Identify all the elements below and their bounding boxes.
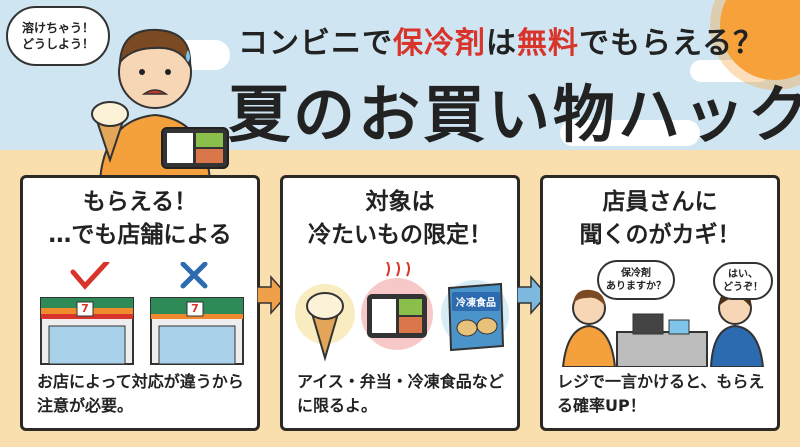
worried-character-illustration [91,28,229,180]
subtitle: コンビニで保冷剤は無料でもらえる？ [238,18,778,62]
panel-footer: お店によって対応が違うから注意が必要。 [37,372,244,415]
panel-heading-line: 対象は [365,189,435,215]
customer-speech-bubble: 保冷剤 ありますか？ [597,260,675,300]
panel-heading: 店員さんに 聞くのがカギ！ [543,186,777,253]
cloud [560,120,700,146]
customer-speech-text: 保冷剤 ありますか？ [606,268,666,292]
panel-heading-line: 冷たいもの限定！ [308,222,492,249]
speech-bubble-text: 溶けちゃう！ どうしよう！ [21,20,94,51]
panel-cold-items-only: 対象は 冷たいもの限定！ 冷凍食品 アイス・弁当・冷凍食品などに限るよ。 [280,175,520,431]
panel-heading-line: もらえる！ [82,189,198,215]
subtitle-part: は [486,26,517,61]
panel-heading: もらえる！ …でも店舗による [23,186,257,253]
register-scene-illustration [561,289,765,367]
panel-footer: レジで一言かけると、もらえる確率UP！ [557,372,765,415]
cross-mark-icon [180,262,208,289]
subtitle-highlight: 無料 [517,26,579,61]
clerk-speech-bubble: はい、 どうぞ！ [713,262,773,300]
panel-heading-line: 聞くのがカギ！ [579,222,741,249]
panel-heading-line: …でも店舗による [48,222,232,249]
panel-heading: 対象は 冷たいもの限定！ [283,186,517,253]
subtitle-highlight: 保冷剤 [393,26,486,61]
panel-store-dependent: もらえる！ …でも店舗による 7 7 お店によって対応が違うから注意が必要。 [20,175,260,431]
panel-footer: アイス・弁当・冷凍食品などに限るよ。 [297,372,504,415]
speech-bubble: 溶けちゃう！ どうしよう！ [6,6,110,66]
main-title: 夏のお買い物ハック [228,78,800,151]
check-mark-icon [70,262,110,290]
panel-ask-staff: 店員さんに 聞くのがカギ！ 保冷剤 ありますか？ はい、 どうぞ！ レジで一言か… [540,175,780,431]
stores-illustration [40,262,244,365]
arrow-right-icon [257,275,287,315]
clerk-speech-text: はい、 どうぞ！ [723,269,763,293]
cold-items-illustration [295,262,509,362]
arrow-right-icon [517,275,547,315]
subtitle-part: でもらえる？ [579,26,765,61]
subtitle-part: コンビニで [238,26,393,61]
panel-heading-line: 店員さんに [602,189,718,215]
frozen-food-label: 冷凍食品 [452,292,500,311]
store-sign: 7 [81,302,89,315]
store-sign: 7 [191,302,199,315]
